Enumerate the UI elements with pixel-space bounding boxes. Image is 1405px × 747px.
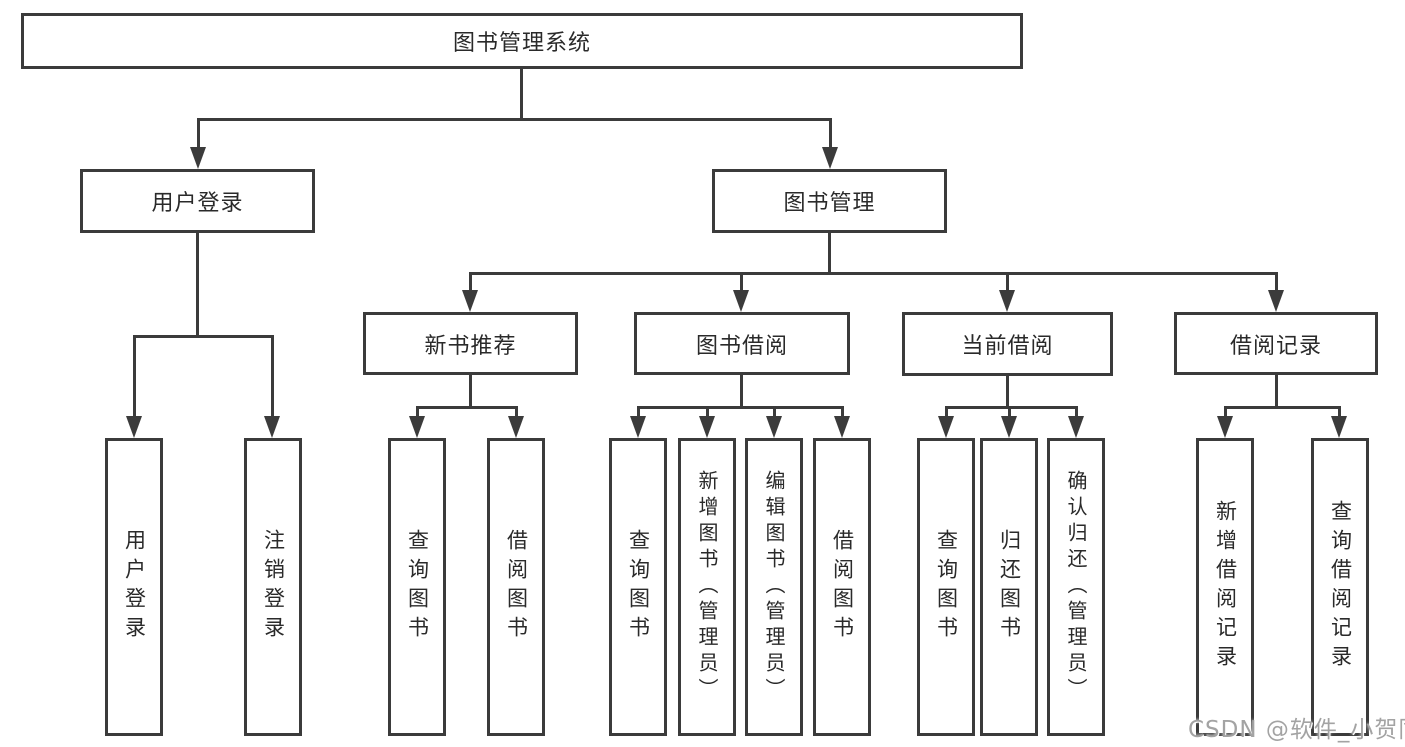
connector-sec4-leaf2-drop bbox=[1338, 406, 1341, 416]
node-root-label: 图书管理系统 bbox=[452, 31, 591, 56]
connector-sec3-drop bbox=[1006, 272, 1009, 290]
leaf-add-borrow-record: 新增借阅记录 bbox=[1196, 438, 1254, 736]
connector-sec3-leaf2-drop bbox=[1008, 406, 1011, 416]
arrow-sec2-leaf4 bbox=[834, 416, 850, 438]
node-book-management: 图书管理 bbox=[712, 169, 947, 233]
connector-sec1-leaf2-drop bbox=[515, 406, 518, 416]
leaf-user-login: 用户登录 bbox=[105, 438, 163, 736]
arrow-to-login bbox=[190, 147, 206, 169]
node-user-login: 用户登录 bbox=[80, 169, 315, 233]
leaf-add-book-admin: 新增图书（管理员） bbox=[678, 438, 736, 736]
leaf-logout: 注销登录 bbox=[244, 438, 302, 736]
connector-sec4-stem bbox=[1275, 375, 1278, 406]
csdn-watermark: CSDN @软件_小贺同学 bbox=[1188, 717, 1405, 743]
leaf-add-book-admin-label: 新增图书（管理员） bbox=[695, 470, 719, 704]
leaf-query-book-2-label: 查询图书 bbox=[626, 529, 651, 645]
leaf-query-borrow-record: 查询借阅记录 bbox=[1311, 438, 1369, 736]
connector-login-leaf1-drop bbox=[133, 335, 136, 416]
leaf-return-book-label: 归还图书 bbox=[997, 529, 1022, 645]
arrow-to-mgmt bbox=[822, 147, 838, 169]
arrow-sec3-leaf2 bbox=[1001, 416, 1017, 438]
node-root: 图书管理系统 bbox=[21, 13, 1023, 69]
connector-mgmt-stem bbox=[828, 233, 831, 272]
leaf-query-book-3: 查询图书 bbox=[917, 438, 975, 736]
leaf-borrow-book-2: 借阅图书 bbox=[813, 438, 871, 736]
connector-sec2-hbar bbox=[637, 406, 844, 409]
arrow-sec2-leaf3 bbox=[766, 416, 782, 438]
leaf-query-book-1-label: 查询图书 bbox=[405, 529, 430, 645]
connector-sec2-leaf2-drop bbox=[706, 406, 709, 416]
connector-sec4-drop bbox=[1275, 272, 1278, 290]
arrow-sec4-leaf1 bbox=[1217, 416, 1233, 438]
connector-login-hbar bbox=[133, 335, 274, 338]
connector-root-hbar bbox=[197, 118, 832, 121]
connector-sec2-leaf4-drop bbox=[841, 406, 844, 416]
arrow-to-sec1 bbox=[462, 290, 478, 312]
leaf-return-book: 归还图书 bbox=[980, 438, 1038, 736]
connector-login-stem bbox=[196, 233, 199, 335]
leaf-edit-book-admin-label: 编辑图书（管理员） bbox=[762, 470, 786, 704]
node-new-book-recommend: 新书推荐 bbox=[363, 312, 578, 375]
arrow-sec2-leaf2 bbox=[699, 416, 715, 438]
arrow-sec3-leaf3 bbox=[1068, 416, 1084, 438]
connector-sec2-leaf3-drop bbox=[773, 406, 776, 416]
leaf-user-login-label: 用户登录 bbox=[122, 529, 147, 645]
leaf-borrow-book-1-label: 借阅图书 bbox=[504, 529, 529, 645]
leaf-confirm-return-admin: 确认归还（管理员） bbox=[1047, 438, 1105, 736]
leaf-query-book-3-label: 查询图书 bbox=[934, 529, 959, 645]
leaf-edit-book-admin: 编辑图书（管理员） bbox=[745, 438, 803, 736]
arrow-to-login-leaf1 bbox=[126, 416, 142, 438]
leaf-logout-label: 注销登录 bbox=[261, 529, 286, 645]
connector-sec1-drop bbox=[469, 272, 472, 290]
connector-sec3-stem bbox=[1006, 376, 1009, 406]
arrow-sec2-leaf1 bbox=[630, 416, 646, 438]
node-current-borrow-label: 当前借阅 bbox=[961, 334, 1054, 359]
node-book-borrow: 图书借阅 bbox=[634, 312, 850, 375]
connector-root-stem bbox=[520, 69, 523, 119]
arrow-sec4-leaf2 bbox=[1331, 416, 1347, 438]
node-current-borrow: 当前借阅 bbox=[902, 312, 1113, 376]
arrow-to-sec3 bbox=[999, 290, 1015, 312]
arrow-sec1-leaf1 bbox=[409, 416, 425, 438]
node-borrow-records: 借阅记录 bbox=[1174, 312, 1378, 375]
connector-sec3-leaf1-drop bbox=[945, 406, 948, 416]
node-book-borrow-label: 图书借阅 bbox=[695, 333, 788, 359]
connector-sec2-stem bbox=[740, 375, 743, 406]
arrow-sec1-leaf2 bbox=[508, 416, 524, 438]
connector-sec2-leaf1-drop bbox=[637, 406, 640, 416]
leaf-confirm-return-admin-label: 确认归还（管理员） bbox=[1064, 470, 1088, 704]
arrow-to-login-leaf2 bbox=[264, 416, 280, 438]
leaf-query-book-2: 查询图书 bbox=[609, 438, 667, 736]
leaf-borrow-book-1: 借阅图书 bbox=[487, 438, 545, 736]
connector-sec3-hbar bbox=[945, 406, 1078, 409]
node-book-management-label: 图书管理 bbox=[783, 191, 876, 216]
connector-login-leaf2-drop bbox=[271, 335, 274, 416]
connector-sec4-hbar bbox=[1224, 406, 1341, 409]
leaf-query-book-1: 查询图书 bbox=[388, 438, 446, 736]
connector-sec3-leaf3-drop bbox=[1075, 406, 1078, 416]
connector-sec1-leaf1-drop bbox=[416, 406, 419, 416]
leaf-borrow-book-2-label: 借阅图书 bbox=[830, 529, 855, 645]
node-user-login-label: 用户登录 bbox=[151, 191, 244, 216]
connector-sec1-hbar bbox=[416, 406, 518, 409]
connector-mgmt-drop bbox=[829, 118, 832, 148]
connector-mgmt-hbar bbox=[469, 272, 1278, 275]
leaf-add-borrow-record-label: 新增借阅记录 bbox=[1213, 500, 1238, 674]
arrow-sec3-leaf1 bbox=[938, 416, 954, 438]
node-new-book-recommend-label: 新书推荐 bbox=[424, 333, 517, 359]
arrow-to-sec2 bbox=[733, 290, 749, 312]
leaf-query-borrow-record-label: 查询借阅记录 bbox=[1328, 500, 1353, 674]
connector-sec2-drop bbox=[740, 272, 743, 290]
arrow-to-sec4 bbox=[1268, 290, 1284, 312]
connector-login-drop bbox=[197, 118, 200, 148]
node-borrow-records-label: 借阅记录 bbox=[1229, 333, 1322, 359]
connector-sec1-stem bbox=[469, 375, 472, 406]
connector-sec4-leaf1-drop bbox=[1224, 406, 1227, 416]
